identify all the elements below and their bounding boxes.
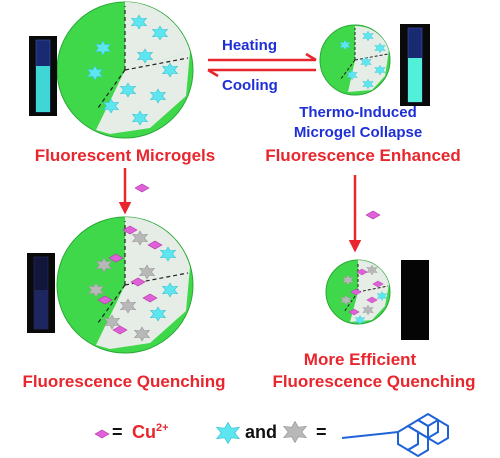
vial-quenched xyxy=(27,253,55,333)
thermo-induced-label-line1: Thermo-Induced xyxy=(299,104,417,121)
legend-and-label: and xyxy=(245,422,278,442)
more-efficient-label-line2: Fluorescence Quenching xyxy=(272,372,476,391)
microgel-collapsed xyxy=(319,24,391,96)
vial-fully-quenched xyxy=(401,260,429,340)
legend-cu-symbol xyxy=(94,429,110,439)
vial-enhanced xyxy=(400,24,430,106)
legend-cu-charge: 2+ xyxy=(156,422,169,434)
heating-arrow xyxy=(208,52,317,62)
thermo-induced-label-line2: Microgel Collapse xyxy=(293,124,423,141)
legend-gray-symbol xyxy=(282,420,308,444)
legend-equals-cu: = xyxy=(112,422,123,442)
fluorescence-enhanced-label: Fluorescence Enhanced xyxy=(265,146,461,165)
legend-cu-label: Cu2+ xyxy=(132,422,169,443)
arrow-down-left xyxy=(118,168,150,215)
cooling-label: Cooling xyxy=(222,77,278,94)
cooling-arrow xyxy=(207,68,316,78)
legend-cu-base: Cu xyxy=(132,422,156,442)
legend-cyan-symbol xyxy=(215,421,241,445)
fluorescent-microgels-label: Fluorescent Microgels xyxy=(34,146,216,165)
heating-label: Heating xyxy=(222,37,278,54)
arrow-down-right xyxy=(348,175,381,253)
microgel-quenched xyxy=(56,216,194,354)
more-efficient-label-line1: More Efficient xyxy=(303,350,417,369)
fluorescence-quenching-label: Fluorescence Quenching xyxy=(22,372,226,391)
legend-equals-molecule: = xyxy=(316,422,327,442)
legend-molecule-icon xyxy=(341,412,449,458)
vial-fluorescent xyxy=(29,36,57,116)
